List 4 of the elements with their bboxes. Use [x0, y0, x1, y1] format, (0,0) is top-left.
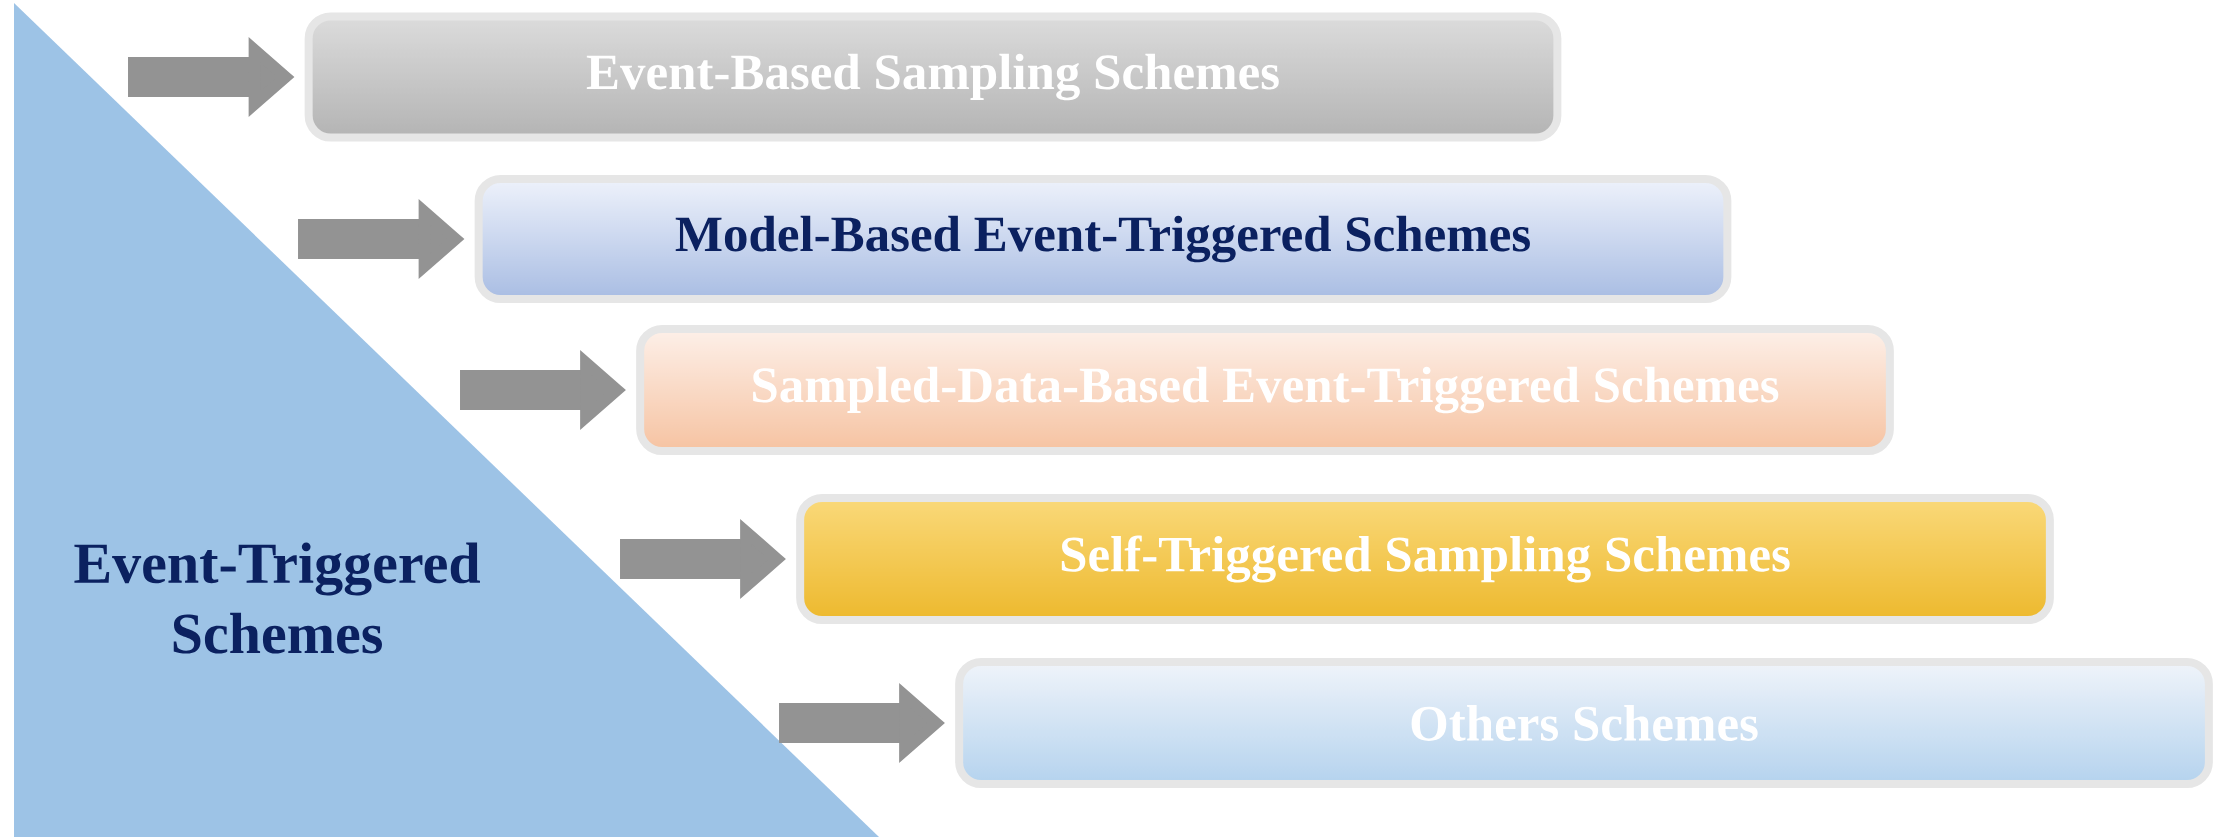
category-box: Event-Based Sampling Schemes	[304, 12, 1562, 142]
category-box: Sampled-Data-Based Event-Triggered Schemes	[636, 324, 1894, 456]
category-box: Model-Based Event-Triggered Schemes	[474, 175, 1732, 304]
category-box: Self-Triggered Sampling Schemes	[796, 493, 2054, 625]
